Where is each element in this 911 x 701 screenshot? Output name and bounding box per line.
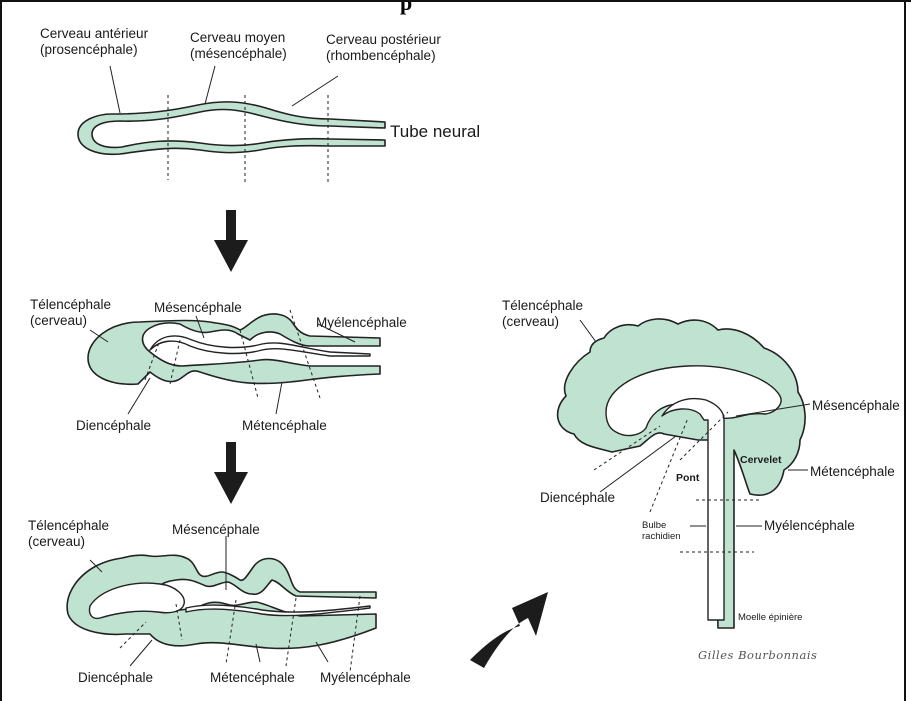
label-cerebellum: Cervelet (740, 452, 781, 468)
label-s2-mesencephalon: Mésencéphale (154, 300, 242, 316)
label-adult-myelencephalon: Myélencéphale (764, 518, 855, 534)
down-arrow-2 (214, 442, 248, 504)
label-pons: Pont (676, 470, 699, 486)
label-s3-metencephalon: Métencéphale (210, 670, 295, 686)
label-s3-telencephalon: Télencéphale(cerveau) (28, 518, 109, 550)
curved-arrow (470, 592, 548, 668)
label-adult-telencephalon: Télencéphale(cerveau) (502, 298, 583, 330)
label-s3-diencephalon: Diencéphale (78, 670, 153, 686)
label-hindbrain: Cerveau postérieur(rhombencéphale) (326, 32, 441, 64)
label-forebrain: Cerveau antérieur(prosencéphale) (40, 26, 148, 58)
label-midbrain: Cerveau moyen(mésencéphale) (190, 30, 287, 62)
label-s2-metencephalon: Métencéphale (242, 418, 327, 434)
label-adult-diencephalon: Diencéphale (540, 490, 615, 506)
label-s2-myelencephalon: Myélencéphale (316, 315, 407, 331)
label-neural-tube: Tube neural (390, 124, 480, 140)
label-s2-diencephalon: Diencéphale (76, 418, 151, 434)
embryo-brain-shape (67, 555, 376, 648)
label-adult-mesencephalon: Mésencéphale (812, 398, 900, 414)
label-spinal-cord: Moelle épinière (738, 612, 802, 623)
neural-tube-shape (78, 102, 385, 154)
label-s3-myelencephalon: Myélencéphale (320, 670, 411, 686)
label-s3-mesencephalon: Mésencéphale (172, 522, 260, 538)
label-s2-telencephalon: Télencéphale(cerveau) (30, 297, 111, 329)
label-adult-metencephalon: Métencéphale (810, 464, 895, 480)
down-arrow-1 (214, 210, 248, 272)
author-signature: Gilles Bourbonnais (698, 648, 817, 662)
